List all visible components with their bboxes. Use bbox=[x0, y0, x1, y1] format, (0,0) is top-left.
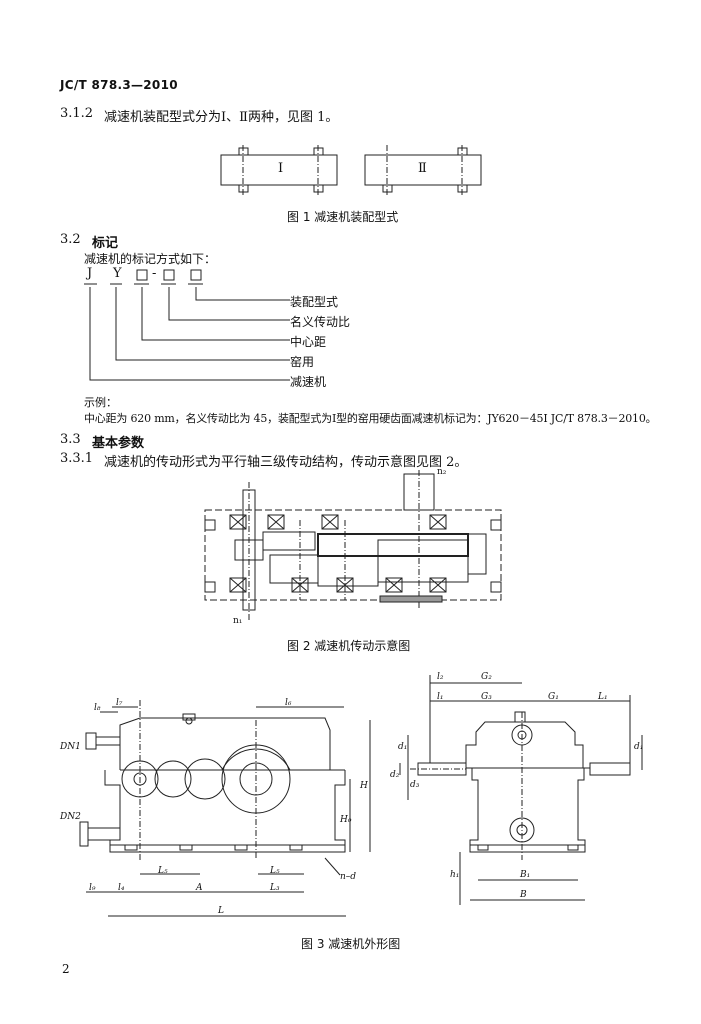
dim-g2: G₂ bbox=[481, 672, 492, 682]
dim-l3: L₃ bbox=[270, 883, 280, 893]
page-number: 2 bbox=[62, 962, 70, 976]
dim-l1-right: L₁ bbox=[598, 692, 608, 702]
label-center-distance: 中心距 bbox=[290, 335, 327, 349]
figure-2-transmission-schematic bbox=[204, 470, 502, 622]
section-3-2-number: 3.2 bbox=[60, 232, 81, 247]
label-n-d: n–d bbox=[340, 872, 357, 882]
bearings bbox=[229, 514, 447, 593]
dim-l: L bbox=[218, 906, 224, 916]
dim-l4: l₄ bbox=[118, 883, 125, 893]
dim-h0: H₀ bbox=[340, 815, 352, 825]
label-dn1: DN1 bbox=[60, 742, 81, 752]
code-y: Y bbox=[113, 266, 122, 281]
dim-d1-left: d₁ bbox=[398, 742, 408, 752]
dim-b: B bbox=[520, 890, 527, 900]
label-n1: n₁ bbox=[233, 616, 243, 626]
dim-l1: l₁ bbox=[437, 692, 444, 702]
box-center-distance bbox=[136, 269, 148, 281]
type-i-label: Ⅰ bbox=[278, 161, 284, 176]
dim-l5-right: L₅ bbox=[270, 866, 280, 876]
section-3-1-2-number: 3.1.2 bbox=[60, 106, 94, 121]
figure-2-caption: 图 2 减速机传动示意图 bbox=[287, 639, 411, 653]
dim-l2: l₂ bbox=[437, 672, 444, 682]
dim-g1: G₁ bbox=[548, 692, 559, 702]
box-assembly bbox=[190, 269, 202, 281]
dim-d2: d₂ bbox=[390, 770, 400, 780]
marking-diagram bbox=[84, 269, 290, 381]
dim-l8: l₈ bbox=[94, 703, 101, 713]
dim-l7: l₇ bbox=[116, 698, 123, 708]
section-3-1-2-text: 减速机装配型式分为Ⅰ、Ⅱ两种，见图 1。 bbox=[104, 110, 339, 125]
label-n2: n₂ bbox=[437, 467, 447, 477]
box-ratio bbox=[163, 269, 175, 281]
figure-3-front-view bbox=[79, 700, 371, 917]
section-3-3-title: 基本参数 bbox=[92, 436, 145, 451]
dim-l5-left: L₅ bbox=[158, 866, 168, 876]
example-label: 示例： bbox=[84, 396, 117, 409]
dim-d3: d₃ bbox=[410, 780, 420, 790]
figure-1-caption: 图 1 减速机装配型式 bbox=[287, 210, 399, 224]
figure-3-caption: 图 3 减速机外形图 bbox=[301, 937, 401, 951]
document-header: JC/T 878.3—2010 bbox=[60, 78, 178, 92]
section-3-3-1-text: 减速机的传动形式为平行轴三级传动结构，传动示意图见图 2。 bbox=[104, 455, 468, 470]
dim-l9: l₉ bbox=[89, 883, 96, 893]
dim-l6: l₆ bbox=[285, 698, 292, 708]
dim-a: A bbox=[196, 883, 203, 893]
section-3-3-number: 3.3 bbox=[60, 432, 81, 447]
code-j: J bbox=[87, 266, 93, 281]
type-ii-label: Ⅱ bbox=[418, 161, 427, 176]
label-dn2: DN2 bbox=[60, 812, 81, 822]
dim-h: H bbox=[360, 781, 368, 791]
section-3-3-1-number: 3.3.1 bbox=[60, 451, 94, 466]
type-i-body bbox=[220, 154, 338, 186]
label-nominal-ratio: 名义传动比 bbox=[290, 315, 351, 329]
dim-b1: B₁ bbox=[520, 870, 531, 880]
label-assembly-type: 装配型式 bbox=[290, 295, 339, 309]
code-dash: - bbox=[152, 266, 157, 281]
dim-g3: G₃ bbox=[481, 692, 492, 702]
figure-3-side-view bbox=[399, 675, 643, 905]
label-reducer: 减速机 bbox=[290, 375, 327, 389]
marking-intro: 减速机的标记方式如下： bbox=[84, 252, 217, 266]
type-ii-body bbox=[364, 154, 482, 186]
section-3-2-title: 标记 bbox=[92, 236, 119, 251]
figure-1-assembly-types bbox=[220, 145, 482, 196]
label-kiln: 窑用 bbox=[290, 355, 315, 369]
dim-d1-right: d₁ bbox=[634, 742, 644, 752]
dim-h1: h₁ bbox=[450, 870, 460, 880]
example-text: 中心距为 620 mm，名义传动比为 45，装配型式为Ⅰ型的窑用硬齿面减速机标记… bbox=[84, 412, 657, 425]
